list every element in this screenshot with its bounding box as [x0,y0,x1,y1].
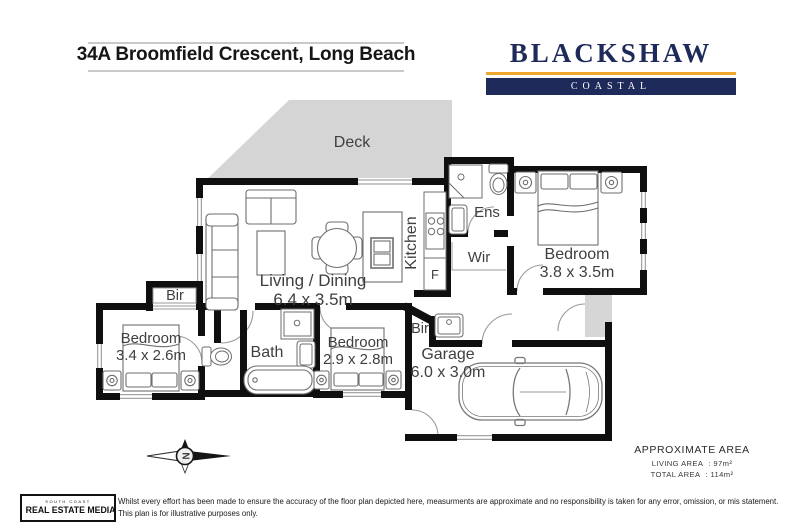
kitchen-island-icon [362,211,403,283]
area-living-label: LIVING AREA [651,458,704,468]
area-total-value: : 114m² [705,470,734,479]
dining-table-icon [311,221,363,275]
area-living-value: : 97m² [708,458,733,468]
area-summary: APPROXIMATE AREA LIVING AREA : 97m² TOTA… [608,444,776,479]
label-living: Living / Dining [260,271,367,290]
bath-shower-icon [280,308,315,340]
wir-shelf-line [451,242,506,271]
label-fridge: F [431,267,439,282]
room-labels: Deck Living / Dining 6.4 x 3.5m Kitchen … [116,134,614,381]
wc-toilet-icon [201,346,232,367]
disclaimer-line1: Whilst every effort has been made to ens… [118,497,779,506]
ensuite-shower-icon [448,164,483,199]
page-title: 34A Broomfield Crescent, Long Beach [76,44,416,65]
label-bed-left-dims: 3.4 x 2.6m [116,347,186,364]
label-bed-mid: Bedroom [328,334,389,351]
bath-vanity-icon [296,340,316,369]
laundry-tub-icon [434,313,464,338]
bathtub-icon [243,365,317,395]
compass-letter: N [180,452,191,459]
main-bed-icon [514,170,623,246]
brand-name: BLACKSHAW [509,38,713,68]
label-bed-left: Bedroom [121,330,182,347]
label-wir: Wir [468,249,491,266]
area-living-row: LIVING AREA : 97m² [608,459,776,468]
area-heading: APPROXIMATE AREA [634,444,750,456]
fridge-icon [423,257,447,291]
brand-gold-rule [486,72,736,75]
label-ens: Ens [474,204,500,221]
coffee-table-icon [256,230,286,276]
label-bath: Bath [251,344,284,361]
ensuite-vanity-icon [448,204,468,235]
label-kitchen: Kitchen [403,216,420,269]
title-rule-top [88,42,404,44]
bir-left-closet [152,287,197,310]
armchair-icon [245,189,297,225]
area-total-row: TOTAL AREA : 114m² [608,470,776,479]
disclaimer-line2: This plan is for illustrative purposes o… [118,508,258,518]
walls [96,157,647,441]
disclaimer: Whilst every effort has been made to ens… [118,496,786,519]
area-total-label: TOTAL AREA [650,470,701,479]
car-icon [458,356,603,427]
sofa-icon [205,213,239,311]
title-rule-bottom [88,70,404,72]
windows [96,178,647,441]
label-bed-main: Bedroom [545,246,610,263]
brand-logo: BLACKSHAW COASTAL [486,38,736,95]
label-bir-hall: Bir [411,321,429,337]
label-bed-mid-dims: 2.9 x 2.8m [323,351,393,368]
brand-sub: COASTAL [486,78,736,95]
deck-area [202,100,452,184]
label-deck: Deck [334,134,371,151]
label-bir-left: Bir [166,288,184,304]
mid-bed-icon [313,327,402,391]
compass-icon: N [146,439,231,475]
ensuite-toilet-icon [488,163,509,195]
media-logo-main: REAL ESTATE MEDIA [25,504,116,516]
media-logo: SOUTH COAST REAL ESTATE MEDIA [20,494,116,522]
label-bed-main-dims: 3.8 x 3.5m [540,264,615,281]
label-living-dims: 6.4 x 3.5m [273,290,352,309]
media-logo-top: SOUTH COAST [45,498,91,504]
kitchen-counter-icon [423,191,447,291]
label-garage-dims: 6.0 x 3.0m [411,364,486,381]
label-garage: Garage [421,346,474,363]
left-bed-icon [102,324,200,392]
